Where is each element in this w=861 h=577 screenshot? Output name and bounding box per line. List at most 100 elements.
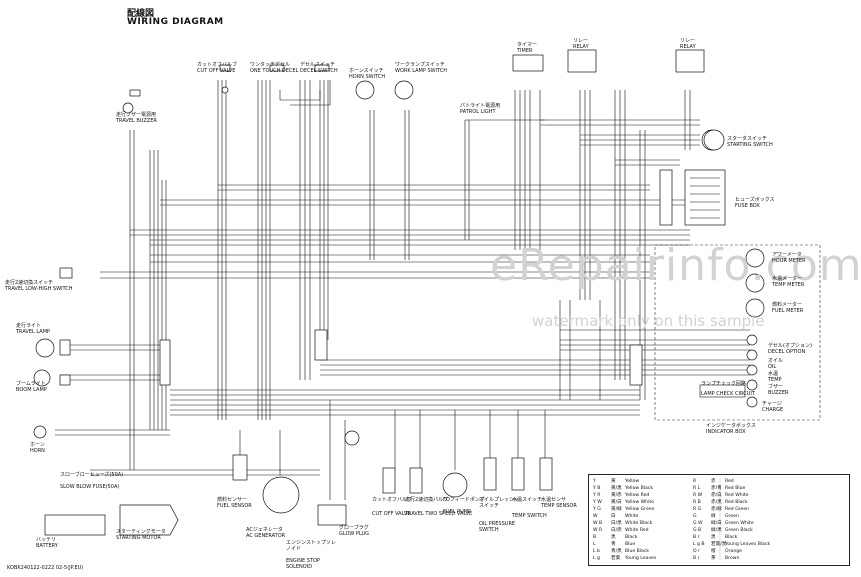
legend-right-jp: 黒 [711,535,716,540]
legend-left-color: Yellow Green [625,507,655,512]
legend-left-color: Blue [625,542,636,547]
legend-right-color: Young Leaves Black [725,542,771,547]
legend-left-code: W R [593,528,603,533]
ac-generator-label-jp: ACジェネレータ [246,527,283,533]
legend-left-jp: 若葉 [611,556,621,561]
lamp-check-label-jp: ランプチェック回路 [701,381,746,387]
legend-right-color: Red White [725,493,749,498]
travel-two-speed-label-jp: 走行2速切換バルブ [405,497,449,503]
legend-left-jp: 黒 [611,535,616,540]
horn-switch-label: HORN SWITCH [349,74,386,80]
charge-label-jp: チャージ [762,401,782,407]
legend-left-color: Blue Black [625,549,650,554]
legend-right-color: Green Black [725,528,753,533]
legend-right-code: R B [693,500,701,505]
relay1-label-jp: リレー [573,38,589,44]
temp-meter-label-jp: 水温メーター [772,276,803,282]
temp-meter-label: TEMP METER [772,282,805,288]
legend-left-jp: 白/黒 [611,521,622,526]
legend-right-jp: 赤/緑 [711,507,722,512]
page-title-jp: 配線図 [127,9,155,19]
legend-left-color: Yellow Black [625,486,654,491]
hour-meter-label: HOUR METER [772,258,806,264]
boom-lamp-label-jp: ブームライト [16,381,46,387]
work-lamp-switch-label: WORK LAMP SWITCH [395,68,448,74]
engine-stop-label-jp: エンジンストップソレノイド [286,540,336,552]
legend-left-jp: 黄/黒 [611,486,622,491]
legend-left-code: Y W [593,500,602,505]
relay1-label: RELAY [573,44,589,50]
ac-generator-label: AC GENERATOR [246,533,286,539]
relay2-label-jp: リレー [680,38,696,44]
decel-switch-label-jp: デセルスイッチ [300,62,336,68]
fuel-pump-label: FUEL PUMP [443,509,472,515]
legend-right-code: G [693,514,697,519]
one-touch-decel-label: ONE TOUCH DECEL [250,68,299,74]
legend-left-jp: 青/黒 [611,549,622,554]
legend-right-jp: 緑/黒 [711,528,722,533]
legend-left-color: White Black [625,521,653,526]
legend-right-code: R G [693,507,702,512]
fuel-meter-label-jp: 燃料メーター [772,302,803,308]
legend-right-jp: 赤 [711,479,716,484]
legend-right-jp: 橙 [711,549,716,554]
lamp-check-label: LAMP CHECK CIRCUIT [701,391,755,397]
legend-left-jp: 黄/白 [611,500,622,505]
horn-label: HORN [30,448,45,454]
fuel-sensor-label-jp: 燃料センサー [217,497,248,503]
legend-left-code: Y B [593,486,601,491]
glow-plug-label: GLOW PLUG [339,531,370,537]
legend-right-jp: 緑 [711,514,716,519]
horn-label-jp: ホーン [30,442,45,448]
slow-blow-fuse-label-jp: スローブローヒューズ(50A) [60,472,124,478]
one-touch-decel-label-jp: ワンタッチデセル [250,62,291,68]
glow-plug-label-jp: グロープラグ [339,525,369,531]
battery-label: BATTERY [36,543,58,549]
travel-buzzer-label: TRAVEL BUZZER [116,118,157,124]
legend-right-color: Red Black [725,500,748,505]
legend-right-code: B r [693,556,700,561]
temp-switch-label: TEMP SWITCH [512,513,547,519]
starting-switch-label-jp: スタータスイッチ [727,136,768,142]
legend-right-code: L g B [693,542,705,547]
legend-left-color: Yellow White [625,500,654,505]
legend-right-jp: 緑/白 [711,521,722,526]
legend-left-code: W B [593,521,603,526]
travel-lamp-label: TRAVEL LAMP [16,329,51,335]
legend-right-code: R W [693,493,703,498]
work-lamp-switch-label-jp: ワークランプスイッチ [395,62,445,68]
fuel-sensor-label: FUEL SENSOR [217,503,252,509]
legend-right-jp: 赤/青 [711,486,722,491]
oil-pressure-label: OIL PRESSURE SWITCH [479,521,516,533]
temp-label: TEMP [768,377,782,383]
watermark-main: eRepairinfo.com [490,240,861,291]
travel-buzzer-label-jp: 走行ブザー電源用 [116,112,157,118]
legend-left-jp: 白 [611,514,616,519]
legend-left-code: Y R [593,493,601,498]
legend-right-code: O r [693,549,700,554]
legend-right-code: G B [693,528,702,533]
fuel-pump-label-jp: FOフィードポンプ [443,497,485,503]
legend-left-color: White [625,514,639,519]
boom-lamp-label: BOOM LAMP [16,387,47,393]
legend-right-jp: 赤/白 [711,493,722,498]
oil-pressure-label-jp: オイルプレッシャスイッチ [479,497,520,509]
travel-two-speed-label: TRAVEL TWO SPEED VALVE [405,511,473,517]
starting-motor-label: STARTING MOTOR [116,535,161,541]
legend-left-code: L [593,542,596,547]
legend-right-color: Black [725,535,738,540]
legend-left-jp: 黄 [611,479,616,484]
legend-right-code: G W [693,521,703,526]
temp-switch-label-jp: 水温スイッチ [512,497,543,503]
timer-label-jp: タイマー [517,42,538,48]
cut-off-valve2-label-jp: カットオフバルブ [372,497,413,503]
legend-left-color: Young Leaves [625,556,657,561]
travel-hilo-switch-label-jp: 走行2速切換スイッチ [5,280,54,286]
fuel-meter-label: FUEL METER [772,308,804,314]
buzzer-label-jp: ブザー [768,384,784,390]
legend-right-color: Red [725,479,734,484]
horn-switch-label-jp: ホーンスイッチ [349,68,384,74]
footer-code: KOBK240122-0222 02-5(JP.EU) [7,565,84,571]
page-title: WIRING DIAGRAM [127,17,224,27]
slow-blow-fuse-label: SLOW BLOW FUSE(50A) [60,484,120,490]
